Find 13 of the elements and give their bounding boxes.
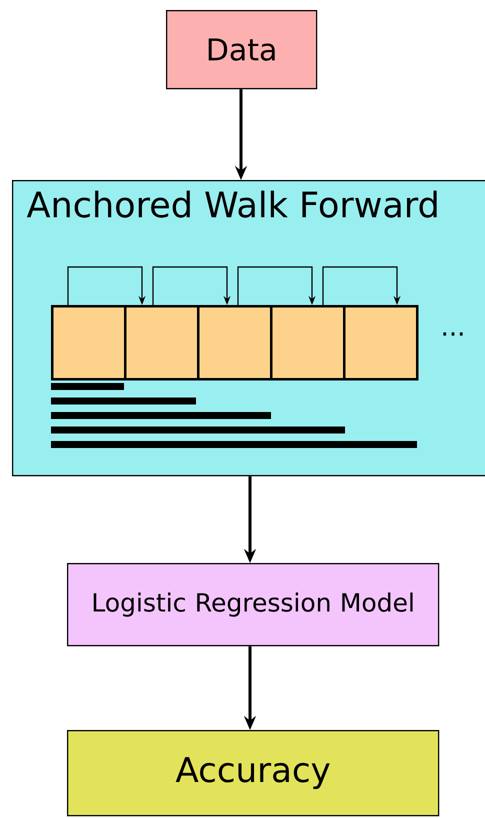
loop-arrow [152,266,231,305]
window-box [343,305,418,380]
window-box [124,305,200,380]
loop-arrow [237,266,316,305]
window-box [51,305,126,380]
window-box [270,305,346,380]
loop-arrow [322,266,401,305]
result-box: Accuracy [67,730,440,816]
loop-arrow [67,266,146,305]
data-box: Data [166,10,318,90]
window-box [197,305,272,380]
ellipsis: ... [443,332,463,336]
model-box: Logistic Regression Model [67,563,440,646]
